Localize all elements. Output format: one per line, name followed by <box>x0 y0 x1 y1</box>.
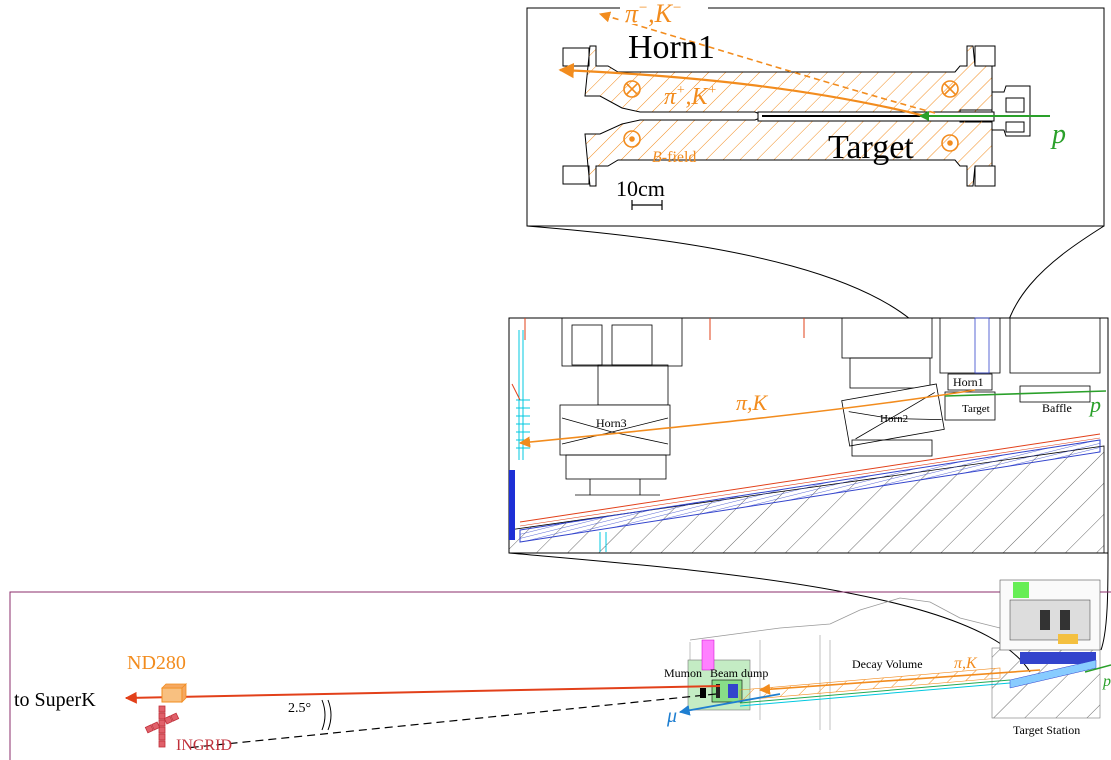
pion-kaon-label-bottom: π,K <box>954 655 978 672</box>
muon-arrow <box>678 693 781 716</box>
terrain-outline <box>689 597 1040 641</box>
proton-label-mid: p <box>1088 392 1101 417</box>
ingrid-label: INGRID <box>176 737 232 754</box>
nd280-detector-icon <box>161 683 187 703</box>
b-field-out-of-page-symbol <box>623 130 959 152</box>
horn1-outer-conductor <box>562 45 1031 187</box>
beam-dump-structure <box>687 639 751 711</box>
to-superk-label: to SuperK <box>14 689 96 711</box>
pi-plus-k-plus-trajectory <box>558 62 926 118</box>
proton-beam-bottom <box>1084 664 1111 673</box>
target-station-block <box>991 579 1101 719</box>
b-field-into-page-symbol <box>623 80 959 98</box>
pion-kaon-trajectory-mid <box>518 389 976 448</box>
proton-label-top: p <box>1050 119 1066 150</box>
nd280-label: ND280 <box>127 652 186 674</box>
pion-kaon-arrow-bottom <box>758 669 1041 695</box>
scale-bar-label: 10cm <box>616 176 665 201</box>
decay-pipe-wall <box>519 439 1101 543</box>
muon-label: μ <box>666 705 677 727</box>
b-field-label: B-field <box>652 149 696 166</box>
target-station-detail-inset: Horn3 Horn2 Horn1 Target Baffle π,K p <box>508 317 1109 554</box>
pion-minus-label-bg <box>620 0 708 24</box>
pion-plus-kaon-plus-label: π+,K+ <box>664 83 717 110</box>
full-beamline-panel: to SuperK ND280 INGRID 2.5° Mumon Beam d… <box>9 579 1111 760</box>
proton-label-bottom: p <box>1102 673 1111 690</box>
left-wall-blue <box>509 470 515 540</box>
horn1-target-baffle-assembly <box>939 317 1101 421</box>
scale-bar <box>631 200 663 210</box>
horn1-detail-inset: Horn1 π−,K− π+,K+ B-field Target p 10cm <box>526 0 1105 227</box>
on-axis-dashed-line <box>185 693 717 749</box>
mumon-label: Mumon <box>664 666 702 680</box>
target-station-label: Target Station <box>1013 723 1080 737</box>
target-label: Target <box>828 129 914 166</box>
baffle-label: Baffle <box>1042 401 1072 415</box>
beam-dump-label: Beam dump <box>710 666 768 680</box>
horn2-assembly <box>841 317 945 457</box>
horn1-label-mid: Horn1 <box>953 375 984 389</box>
pion-kaon-label-mid: π,K <box>736 390 769 415</box>
angle-label: 2.5° <box>288 701 311 716</box>
red-posts <box>511 318 805 401</box>
target-label-mid: Target <box>962 403 990 415</box>
horn1-title: Horn1 <box>628 29 715 66</box>
beamline-panel-frame <box>9 591 1111 760</box>
decay-volume-label: Decay Volume <box>852 657 923 671</box>
decay-pipe-red-edge <box>519 433 1101 523</box>
pion-minus-kaon-minus-label: π−,K− <box>625 0 682 28</box>
pi-minus-k-minus-trajectory <box>598 11 936 114</box>
proton-beam-line-mid <box>944 390 1107 397</box>
horn2-label: Horn2 <box>880 413 908 425</box>
horn3-label: Horn3 <box>596 416 627 430</box>
angle-arc <box>321 699 332 731</box>
ingrid-detector-icon <box>144 705 180 748</box>
neutrino-beam-to-superk <box>124 685 721 704</box>
